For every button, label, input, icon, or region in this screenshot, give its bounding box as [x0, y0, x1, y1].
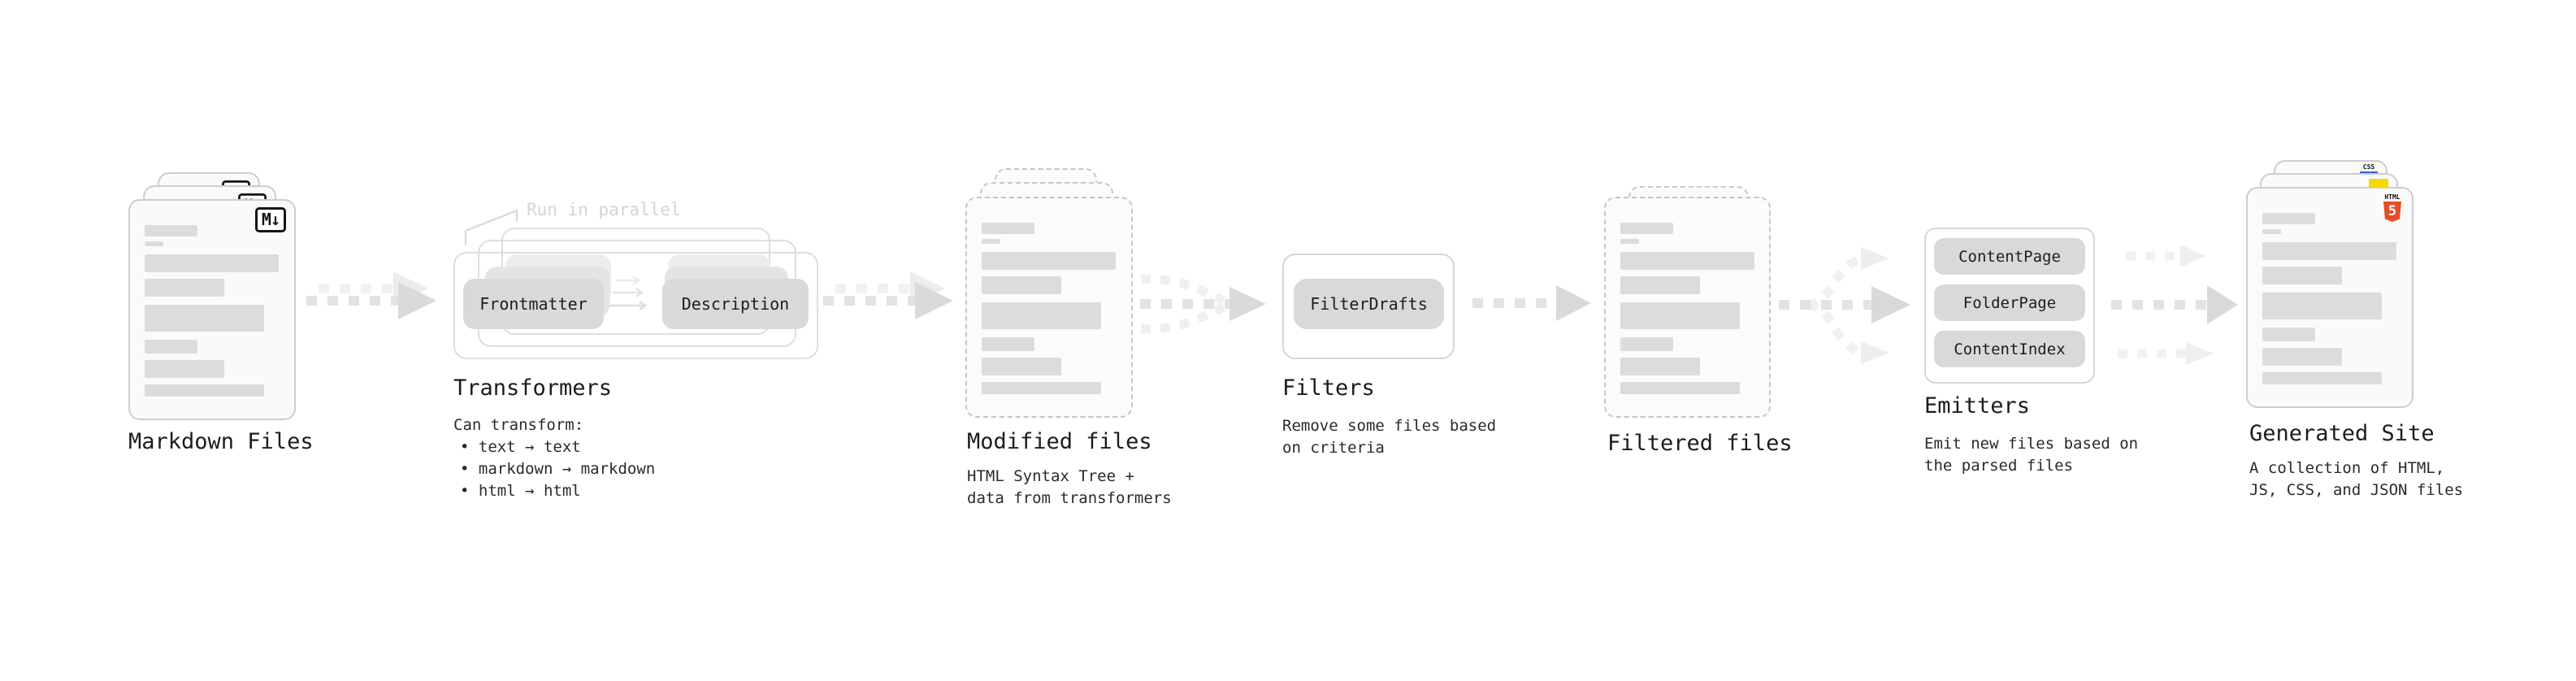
markdown-files-label: Markdown Files	[128, 429, 314, 454]
modified-files-subtitle: HTML Syntax Tree +	[967, 467, 1134, 485]
transformers-bullet: • markdown → markdown	[460, 460, 656, 478]
generated-site-subtitle: A collection of HTML,	[2249, 459, 2445, 477]
doc-skeleton-lines	[982, 198, 1120, 394]
html5-icon: HTML 5	[2383, 193, 2402, 222]
transformers-bullet: • text → text	[460, 438, 581, 456]
markdown-doc-front: M↓	[128, 199, 296, 420]
description-node: Description	[662, 279, 809, 329]
modified-files-label: Modified files	[967, 429, 1152, 454]
generated-doc-html: HTML 5	[2246, 187, 2413, 408]
folderpage-node: FolderPage	[1934, 284, 2085, 321]
flow-arrow-transformers-to-modified	[823, 271, 953, 319]
modified-files-subtitle: data from transformers	[967, 489, 1172, 507]
filtered-files-label: Filtered files	[1607, 431, 1793, 456]
flow-arrow-modified-to-filters	[1140, 274, 1266, 334]
js-icon	[2369, 179, 2388, 187]
frontmatter-node: Frontmatter	[463, 279, 604, 329]
flow-arrow-filtered-to-emitters	[1779, 247, 1910, 364]
filtered-doc-front	[1604, 197, 1771, 418]
contentpage-node: ContentPage	[1934, 238, 2085, 275]
transformers-bullet: • html → html	[460, 482, 581, 500]
filters-label: Filters	[1282, 375, 1375, 401]
parallel-mini-arrows	[609, 275, 648, 311]
flow-arrow-emitters-to-generated	[2111, 245, 2238, 365]
run-in-parallel-annotation: Run in parallel	[527, 200, 681, 219]
run-in-parallel-callout-line	[464, 209, 518, 245]
transformers-frame-front	[453, 252, 818, 359]
flow-arrow-filters-to-filtered	[1472, 285, 1591, 321]
transformers-intro: Can transform:	[453, 416, 584, 434]
doc-skeleton-lines	[1620, 198, 1758, 394]
modified-doc-front	[965, 197, 1133, 418]
filters-subtitle: on criteria	[1282, 439, 1385, 457]
css-icon: CSS	[2360, 164, 2378, 174]
doc-skeleton-lines	[2262, 189, 2400, 384]
emitters-subtitle: the parsed files	[1924, 457, 2074, 475]
emitters-label: Emitters	[1924, 393, 2031, 419]
flow-arrow-markdown-to-transformers	[306, 271, 436, 319]
contentindex-node: ContentIndex	[1934, 331, 2085, 367]
transformers-label: Transformers	[453, 375, 613, 401]
markdown-icon: M↓	[254, 207, 286, 232]
generated-site-label: Generated Site	[2249, 421, 2435, 446]
filters-subtitle: Remove some files based	[1282, 417, 1497, 435]
filterdrafts-node: FilterDrafts	[1294, 279, 1444, 329]
generated-site-subtitle: JS, CSS, and JSON files	[2249, 481, 2464, 499]
emitters-subtitle: Emit new files based on	[1924, 435, 2139, 453]
doc-skeleton-lines	[145, 201, 283, 397]
